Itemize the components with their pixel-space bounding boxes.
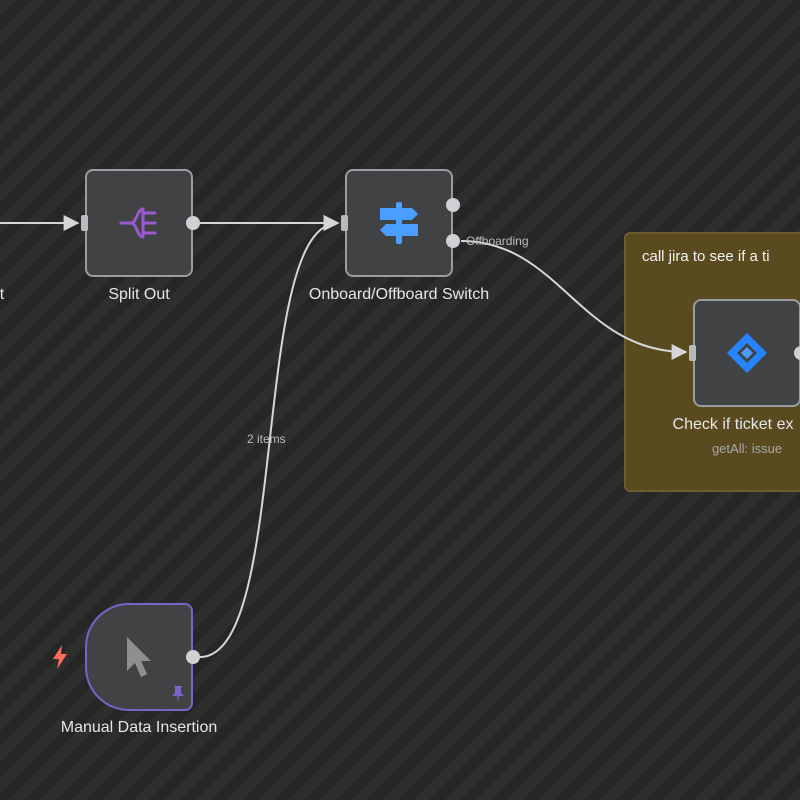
check-ticket-subtitle: getAll: issue	[711, 441, 783, 456]
offboarding-edge-label: Offboarding	[466, 234, 529, 248]
signpost-icon	[380, 202, 418, 244]
switch-input-port[interactable]	[341, 215, 348, 231]
lightning-icon	[53, 645, 67, 669]
pin-icon	[172, 686, 184, 702]
split-out-output-port[interactable]	[186, 216, 200, 230]
switch-label: Onboard/Offboard Switch	[308, 286, 490, 303]
manual-data-insertion-node[interactable]	[85, 603, 193, 711]
check-ticket-label: Check if ticket ex	[672, 416, 794, 433]
check-ticket-output-port[interactable]	[794, 346, 800, 360]
switch-node[interactable]	[345, 169, 453, 277]
check-ticket-node[interactable]	[693, 299, 800, 407]
manual-data-insertion-label: Manual Data Insertion	[60, 719, 218, 736]
manual-data-insertion-output-port[interactable]	[186, 650, 200, 664]
split-out-node[interactable]	[85, 169, 193, 277]
sticky-note-text: call jira to see if a ti	[642, 248, 770, 265]
items-edge-label: 2 items	[247, 432, 286, 446]
partial-node-label: t	[0, 286, 5, 303]
switch-output-port-1[interactable]	[446, 198, 460, 212]
split-out-label: Split Out	[108, 286, 170, 303]
split-out-icon	[119, 207, 157, 239]
switch-output-port-offboarding[interactable]	[446, 234, 460, 248]
split-out-input-port[interactable]	[81, 215, 88, 231]
jira-icon	[727, 333, 767, 373]
cursor-icon	[127, 637, 151, 677]
check-ticket-input-port[interactable]	[689, 345, 696, 361]
